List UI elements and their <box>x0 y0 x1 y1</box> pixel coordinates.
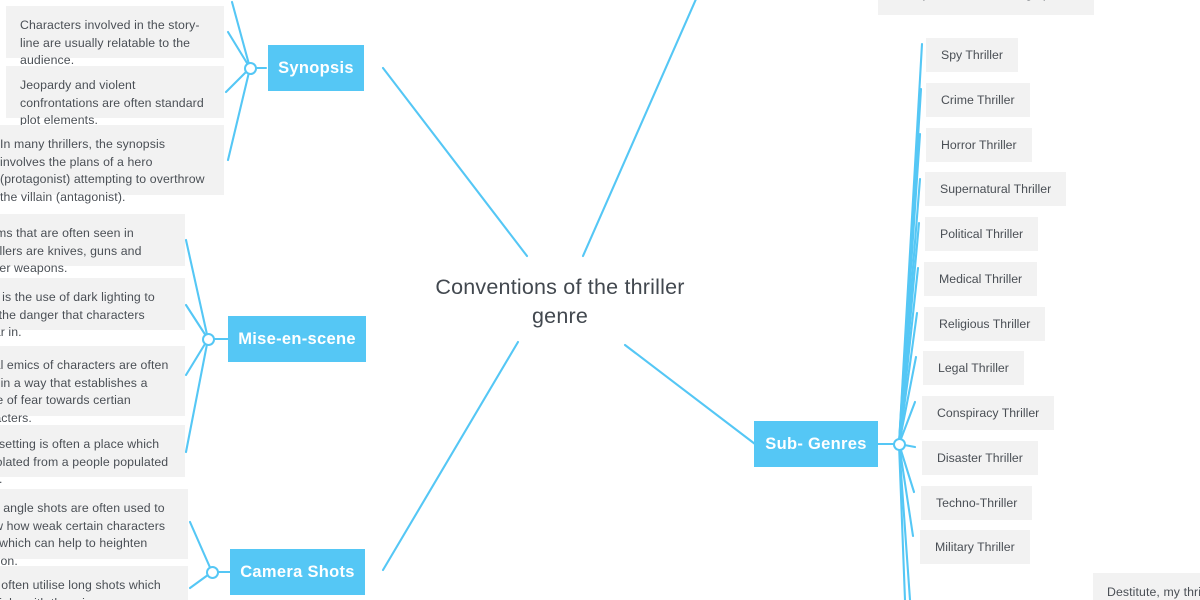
subgenre-label: Medical Thriller <box>939 272 1023 286</box>
leaf-item[interactable]: They often utilise long shots which also… <box>0 566 188 600</box>
leaf-text: There is the use of dark lighting to sho… <box>0 290 155 339</box>
leaf-text: In many thrillers, the synopsis involves… <box>0 137 205 204</box>
leaf-item[interactable]: Jeopardy and violent confrontations are … <box>6 66 224 127</box>
leaf-item[interactable]: There is the use of dark lighting to sho… <box>0 278 185 339</box>
branch-node-sub-genres[interactable]: Sub- Genres <box>754 421 878 467</box>
branch-label-synopsis: Synopsis <box>278 58 354 77</box>
list-item[interactable]: Religious Thriller <box>924 307 1046 341</box>
hub-sub-genres[interactable] <box>893 438 906 451</box>
subgenre-label: Disaster Thriller <box>937 451 1023 465</box>
hub-camera-shots[interactable] <box>206 566 219 579</box>
hub-synopsis[interactable] <box>244 62 257 75</box>
subgenre-label: Political Thriller <box>940 227 1024 241</box>
branch-node-synopsis[interactable]: Synopsis <box>268 45 364 91</box>
leaf-text: Characters involved in the story-line ar… <box>20 18 200 67</box>
branch-label-sub-genres: Sub- Genres <box>765 434 867 453</box>
leaf-item[interactable]: Facial emics of characters are often use… <box>0 346 185 425</box>
leaf-item[interactable]: example, a door creaking open. <box>878 0 1094 15</box>
leaf-item[interactable]: Characters involved in the story-line ar… <box>6 6 224 67</box>
list-item[interactable]: Disaster Thriller <box>922 441 1038 475</box>
leaf-item[interactable]: High angle shots are often used to show … <box>0 489 188 568</box>
branch-label-camera-shots: Camera Shots <box>240 562 355 581</box>
leaf-item[interactable]: Destitute, my thrille <box>1093 573 1200 600</box>
list-item[interactable]: Horror Thriller <box>926 128 1032 162</box>
subgenre-label: Legal Thriller <box>938 361 1009 375</box>
subgenre-label: Conspiracy Thriller <box>937 406 1040 420</box>
branch-node-mise-en-scene[interactable]: Mise-en-scene <box>228 316 366 362</box>
subgenre-label: Crime Thriller <box>941 93 1015 107</box>
leaf-text: Facial emics of characters are often use… <box>0 358 169 425</box>
leaf-text: High angle shots are often used to show … <box>0 501 166 568</box>
leaf-item[interactable]: Items that are often seen in thrillers a… <box>0 214 185 275</box>
leaf-item[interactable]: The setting is often a place which is is… <box>0 425 185 486</box>
list-item[interactable]: Legal Thriller <box>923 351 1024 385</box>
leaf-text: example, a door creaking open. <box>892 0 1067 1</box>
list-item[interactable]: Crime Thriller <box>926 83 1030 117</box>
leaf-text: The setting is often a place which is is… <box>0 437 169 486</box>
page-title: Conventions of the thriller genre <box>435 275 685 328</box>
leaf-text: Items that are often seen in thrillers a… <box>0 226 142 275</box>
leaf-text: Jeopardy and violent confrontations are … <box>20 78 204 127</box>
list-item[interactable]: Military Thriller <box>920 530 1030 564</box>
subgenre-label: Supernatural Thriller <box>940 182 1052 196</box>
list-item[interactable]: Spy Thriller <box>926 38 1018 72</box>
subgenre-label: Horror Thriller <box>941 138 1017 152</box>
list-item[interactable]: Conspiracy Thriller <box>922 396 1055 430</box>
list-item[interactable]: Techno-Thriller <box>921 486 1033 520</box>
leaf-text: Destitute, my thrille <box>1107 585 1200 599</box>
hub-mise-en-scene[interactable] <box>202 333 215 346</box>
list-item[interactable]: Medical Thriller <box>924 262 1038 296</box>
subgenre-label: Religious Thriller <box>939 317 1031 331</box>
subgenre-label: Techno-Thriller <box>936 496 1018 510</box>
list-item[interactable]: Supernatural Thriller <box>925 172 1067 206</box>
subgenre-label: Military Thriller <box>935 540 1015 554</box>
leaf-text: They often utilise long shots which also… <box>0 578 161 600</box>
subgenre-label: Spy Thriller <box>941 48 1003 62</box>
leaf-item[interactable]: In many thrillers, the synopsis involves… <box>0 125 224 204</box>
list-item[interactable]: Political Thriller <box>925 217 1039 251</box>
branch-node-camera-shots[interactable]: Camera Shots <box>230 549 365 595</box>
branch-label-mise-en-scene: Mise-en-scene <box>238 329 356 348</box>
